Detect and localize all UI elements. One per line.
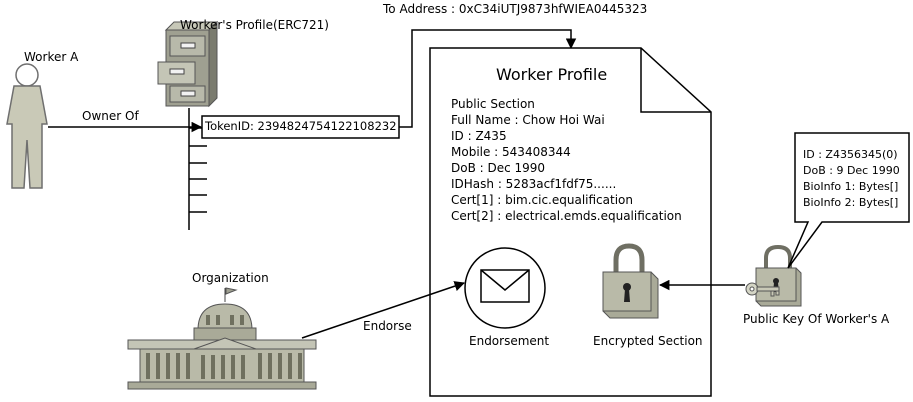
owner-of-label: Owner Of	[82, 109, 139, 123]
bio-field-bioinfo-1: BioInfo 1: Bytes[]	[803, 180, 899, 193]
to-address-label: To Address : 0xC34iUTJ9873hfWIEA0445323	[383, 2, 648, 16]
bio-field-dob: DoB : 9 Dec 1990	[803, 164, 900, 177]
token-id-label: TokenID: 2394824754122108232	[205, 119, 397, 133]
profile-field-id: ID : Z435	[451, 129, 507, 143]
key-icon	[745, 282, 780, 297]
profile-field-idhash: IDHash : 5283acf1fdf75......	[451, 177, 617, 191]
endorse-label: Endorse	[363, 319, 412, 333]
encrypted-section-label: Encrypted Section	[593, 334, 703, 348]
worker-label: Worker A	[24, 50, 79, 64]
bio-info-callout	[787, 132, 910, 269]
profile-field-cert-2: Cert[2] : electrical.emds.equalification	[451, 209, 682, 223]
public-key-label: Public Key Of Worker's A	[743, 312, 890, 326]
organization-building-icon	[127, 287, 317, 390]
profile-title: Worker Profile	[496, 65, 608, 84]
endorsement-label: Endorsement	[469, 334, 550, 348]
bio-field-id: ID : Z4356345(0)	[803, 148, 898, 161]
filing-cabinet-icon	[157, 20, 219, 108]
to-address-arrow	[399, 29, 577, 128]
profile-field-mobile: Mobile : 543408344	[451, 145, 571, 159]
profile-field-full-name: Full Name : Chow Hoi Wai	[451, 113, 605, 127]
profile-contract-label: Worker's Profile(ERC721)	[180, 18, 329, 32]
envelope-icon	[464, 247, 546, 329]
padlock-icon	[602, 243, 659, 319]
profile-field-dob: DoB : Dec 1990	[451, 161, 546, 175]
organization-label: Organization	[192, 271, 269, 285]
profile-section-header: Public Section	[451, 97, 535, 111]
endorse-arrow	[301, 281, 465, 339]
worker-figure	[6, 63, 48, 189]
profile-field-cert-1: Cert[1] : bim.cic.equalification	[451, 193, 633, 207]
bio-field-bioinfo-2: BioInfo 2: Bytes[]	[803, 196, 899, 209]
